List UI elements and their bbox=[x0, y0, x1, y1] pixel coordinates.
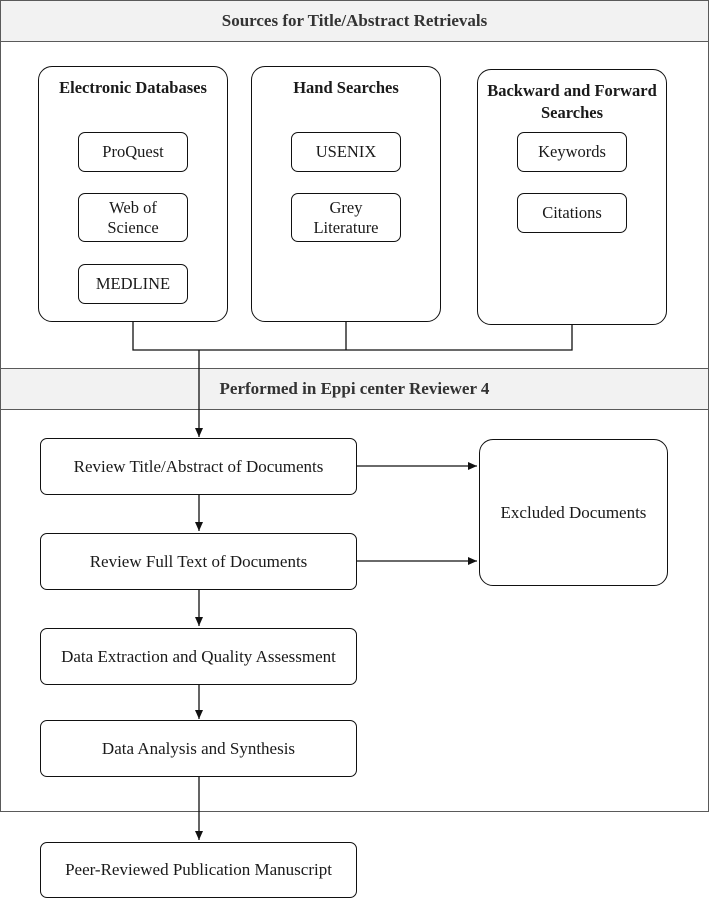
web-of-science-box: Web of Science bbox=[78, 193, 188, 242]
hand-searches-title: Hand Searches bbox=[293, 78, 399, 97]
group-connector bbox=[132, 322, 573, 351]
electronic-databases-title: Electronic Databases bbox=[59, 78, 207, 97]
step-data-analysis: Data Analysis and Synthesis bbox=[40, 720, 357, 777]
usenix-box: USENIX bbox=[291, 132, 401, 172]
eppi-header: Performed in Eppi center Reviewer 4 bbox=[0, 368, 709, 410]
medline-box: MEDLINE bbox=[78, 264, 188, 304]
final-manuscript-box: Peer-Reviewed Publication Manuscript bbox=[40, 842, 357, 898]
step-review-full-text: Review Full Text of Documents bbox=[40, 533, 357, 590]
backward-forward-title: Backward and Forward Searches bbox=[487, 81, 657, 122]
grey-literature-box: Grey Literature bbox=[291, 193, 401, 242]
proquest-box: ProQuest bbox=[78, 132, 188, 172]
step-data-extraction: Data Extraction and Quality Assessment bbox=[40, 628, 357, 685]
keywords-box: Keywords bbox=[517, 132, 627, 172]
citations-box: Citations bbox=[517, 193, 627, 233]
excluded-documents-box: Excluded Documents bbox=[479, 439, 668, 586]
sources-header: Sources for Title/Abstract Retrievals bbox=[0, 0, 709, 42]
step-review-title-abstract: Review Title/Abstract of Documents bbox=[40, 438, 357, 495]
